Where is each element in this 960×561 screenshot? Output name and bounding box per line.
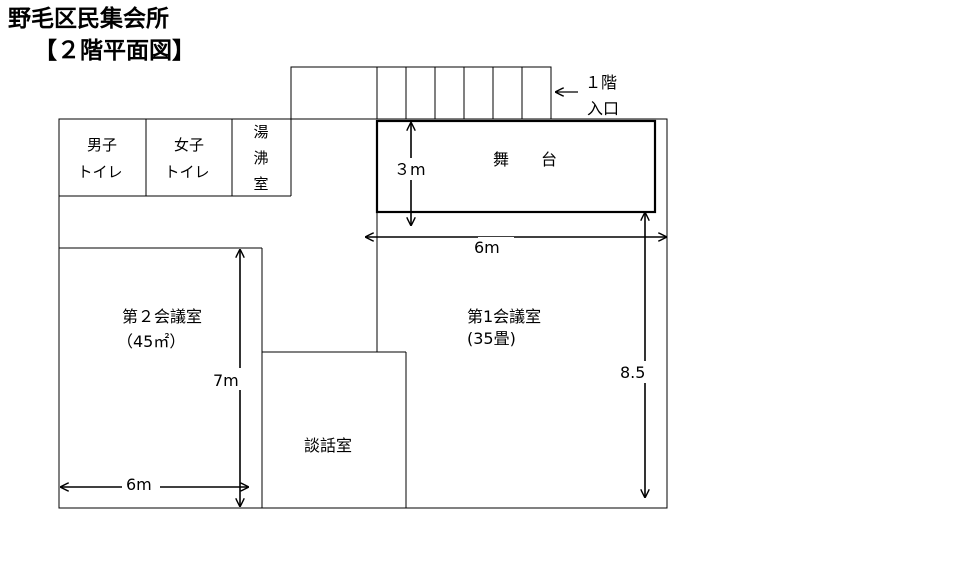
room1-label: 第1会議室 (467, 307, 541, 326)
room2-height-label: 7m (213, 371, 239, 390)
stage-depth-label: ３m (394, 160, 426, 179)
womens-toilet-label: 女子 (174, 136, 204, 154)
kitchenette-label: 室 (253, 175, 268, 193)
room1-depth-label: 8.5 (620, 363, 645, 382)
walls (58, 118, 668, 509)
stage (375, 119, 657, 214)
room1-area-label: (35畳) (467, 329, 516, 348)
mens-toilet-label: 男子 (87, 136, 117, 154)
kitchenette-label: 湯 (253, 123, 268, 141)
outer-wall (58, 118, 668, 509)
entrance-floor-label: １階 (585, 73, 617, 92)
stage-width-label: 6m (474, 238, 500, 257)
kitchenette-label: 沸 (253, 149, 268, 167)
lounge-label: 談話室 (304, 436, 352, 455)
page-title: 野毛区民集会所 (8, 6, 169, 32)
womens-toilet-label: トイレ (164, 163, 209, 181)
floor-plan-subtitle: 【２階平面図】 (34, 38, 195, 64)
room2-label: 第２会議室 (122, 307, 202, 326)
staircase (290, 66, 552, 120)
stage-label: 舞 台 (493, 150, 557, 169)
room2-area-label: （45㎡） (117, 332, 185, 351)
entrance-label: 入口 (587, 99, 619, 118)
mens-toilet-label: トイレ (77, 163, 122, 181)
room2-width-label: 6m (126, 475, 152, 494)
